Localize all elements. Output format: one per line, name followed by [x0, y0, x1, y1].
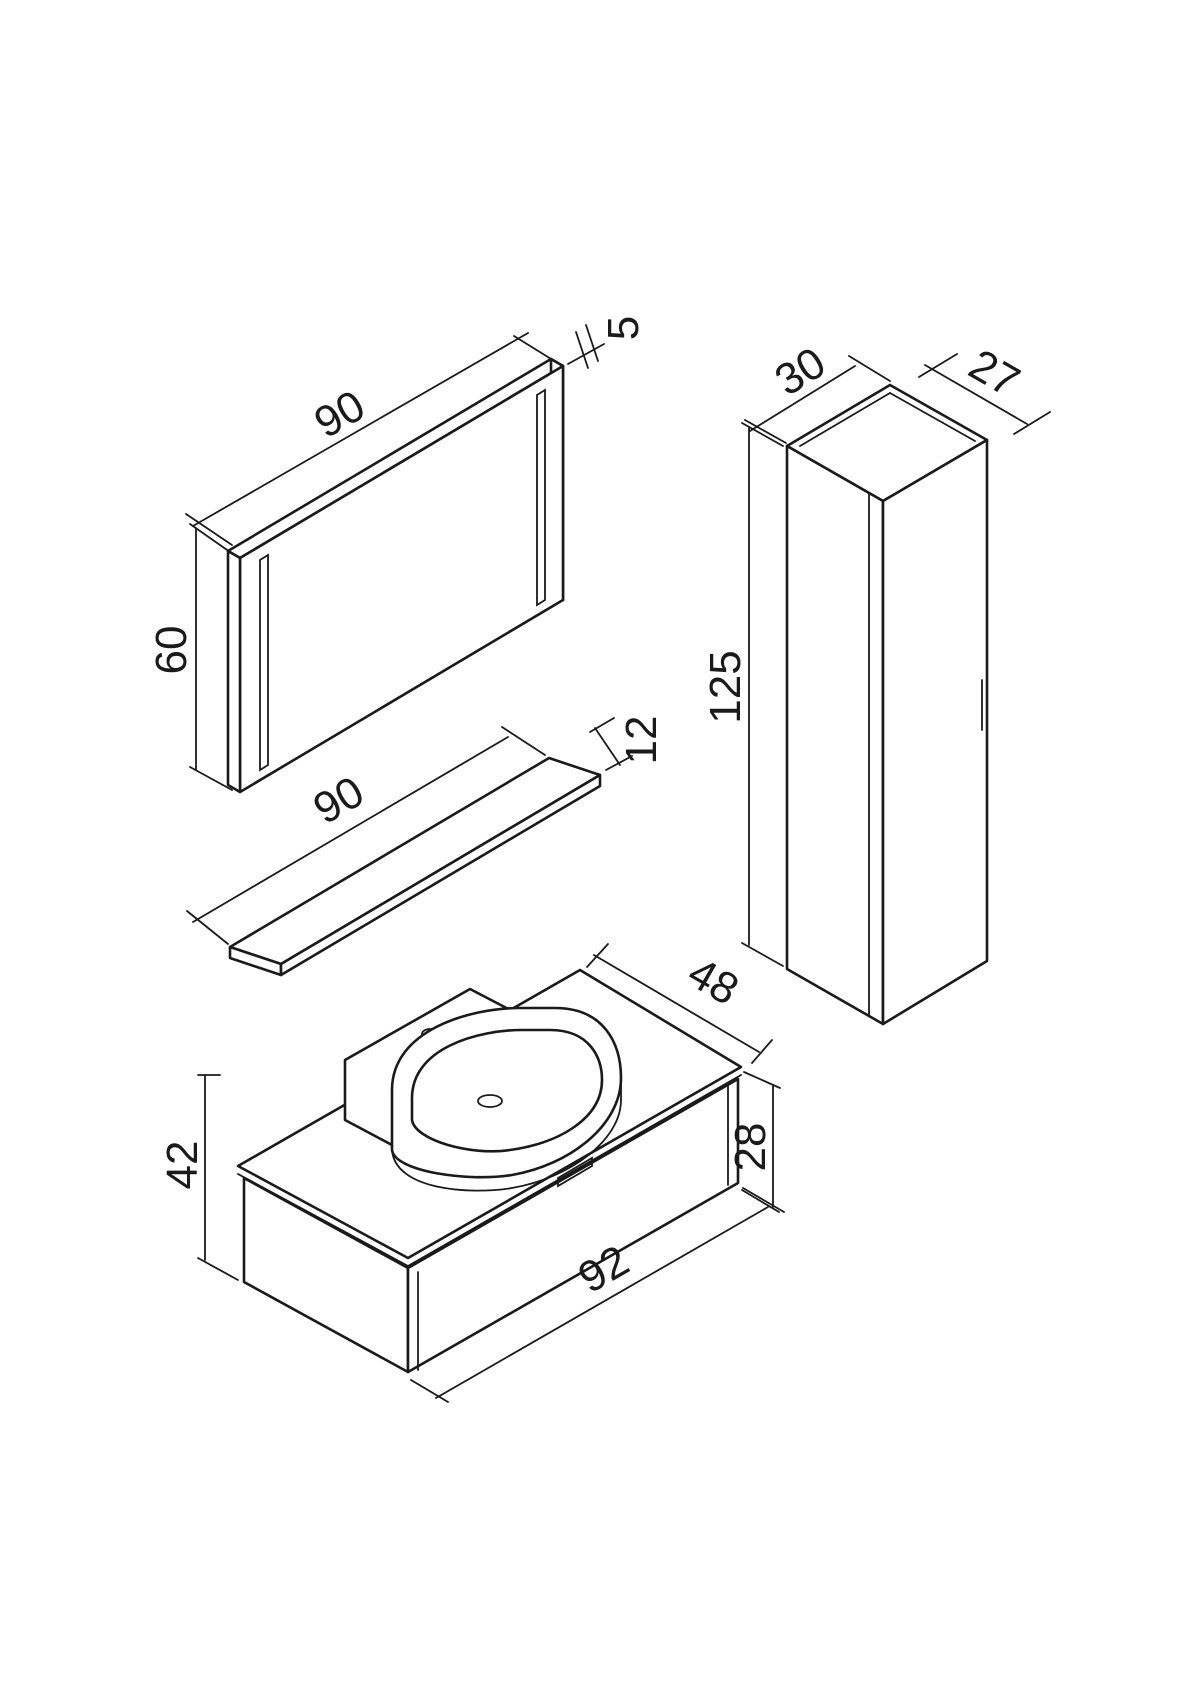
shelf-depth-dimension: 12 — [589, 716, 666, 771]
vanity-drawer-handle — [557, 1156, 593, 1188]
vanity-depth-label: 48 — [680, 948, 747, 1015]
mirror-height-label: 60 — [147, 626, 196, 675]
washbasin — [343, 987, 623, 1192]
mirror-cabinet — [226, 357, 565, 794]
vanity-total-height-dimension: 42 — [158, 1074, 239, 1281]
drain-hole — [477, 1094, 503, 1108]
mirror-depth-dimension: 5 — [567, 316, 648, 369]
column-width-label: 30 — [767, 338, 834, 405]
column-depth-label: 27 — [961, 340, 1028, 407]
column-height-label: 125 — [701, 650, 750, 723]
vanity-total-height-label: 42 — [158, 1141, 207, 1190]
mirror-led-strip-left — [259, 553, 269, 772]
column-height-dimension: 125 — [701, 422, 784, 967]
vanity-cabinet-height-dimension: 28 — [726, 1071, 785, 1213]
mirror-depth-label: 5 — [599, 316, 648, 340]
mirror-led-strip-right — [536, 388, 546, 607]
tall-column-cabinet — [785, 383, 989, 1026]
shelf-width-label: 90 — [305, 767, 372, 834]
mirror-width-label: 90 — [306, 381, 373, 448]
vanity-cabinet-height-label: 28 — [726, 1123, 775, 1172]
mirror-height-dimension: 60 — [147, 523, 233, 791]
shelf — [228, 756, 602, 977]
shelf-depth-label: 12 — [617, 716, 666, 765]
